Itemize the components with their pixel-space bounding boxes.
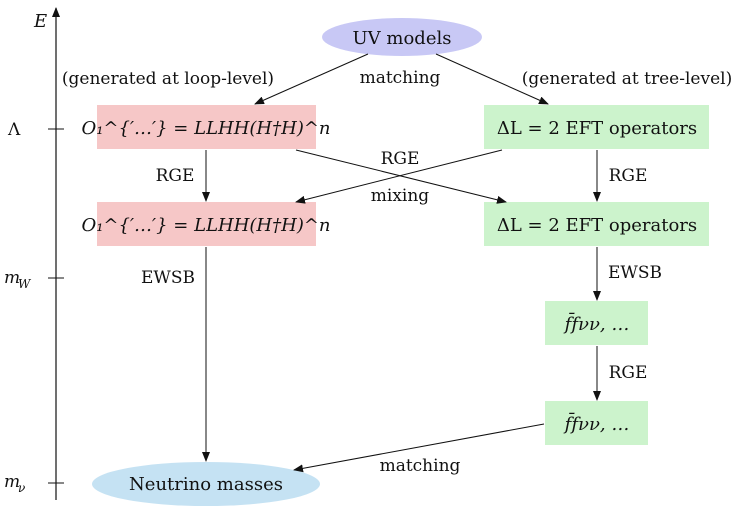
- loop-operator-box-low: [97, 202, 316, 246]
- scale-label-lambda: Λ: [7, 120, 21, 140]
- mixing-label: mixing: [371, 186, 430, 206]
- uv-models-ellipse: [322, 18, 482, 56]
- arrow-uv-to-loop: [254, 53, 369, 105]
- rge-label-cross: RGE: [381, 149, 420, 169]
- neutrino-masses-ellipse: [92, 462, 320, 506]
- ffnunu-box-low: [545, 401, 648, 445]
- loop-operator-box-high: [97, 105, 316, 149]
- scale-label-mnu: m ν: [4, 472, 25, 495]
- ewsb-label-left: EWSB: [141, 268, 195, 288]
- arrow-uv-to-tree: [435, 53, 549, 105]
- svg-text:m: m: [4, 472, 20, 492]
- svg-text:W: W: [18, 277, 32, 291]
- energy-axis-label: E: [33, 11, 47, 32]
- tree-operator-label-high: ΔL = 2 EFT operators: [497, 118, 697, 139]
- matching-label-bottom: matching: [380, 456, 461, 476]
- uv-models-label: UV models: [353, 28, 452, 49]
- ffnunu-label-high: f̄fνν, …: [563, 311, 630, 335]
- rge-label-right: RGE: [609, 166, 648, 186]
- ffnunu-box-high: [545, 301, 648, 345]
- matching-label-top: matching: [360, 68, 441, 88]
- loop-operator-label-high: O₁^{′…′} = LLHH(H†H)^n: [81, 118, 330, 139]
- svg-text:m: m: [4, 268, 20, 288]
- ffnunu-label-low: f̄fνν, …: [563, 411, 630, 435]
- tree-operator-label-low: ΔL = 2 EFT operators: [497, 215, 697, 236]
- ewsb-label-right: EWSB: [608, 263, 662, 283]
- loop-operator-label-low: O₁^{′…′} = LLHH(H†H)^n: [81, 215, 330, 236]
- rge-label-lower: RGE: [609, 363, 648, 383]
- scale-label-mw: m W: [4, 268, 32, 291]
- svg-text:ν: ν: [18, 481, 25, 495]
- arrow-ffnunu-matching: [293, 423, 545, 473]
- tree-operator-box-high: [484, 105, 709, 149]
- tree-operator-box-low: [484, 202, 709, 246]
- arrow-cross-tree-to-loop: [295, 149, 503, 204]
- neutrino-masses-label: Neutrino masses: [129, 474, 283, 495]
- rge-label-left: RGE: [156, 166, 195, 186]
- generated-loop-label: (generated at loop-level): [62, 69, 274, 89]
- generated-tree-label: (generated at tree-level): [522, 69, 732, 89]
